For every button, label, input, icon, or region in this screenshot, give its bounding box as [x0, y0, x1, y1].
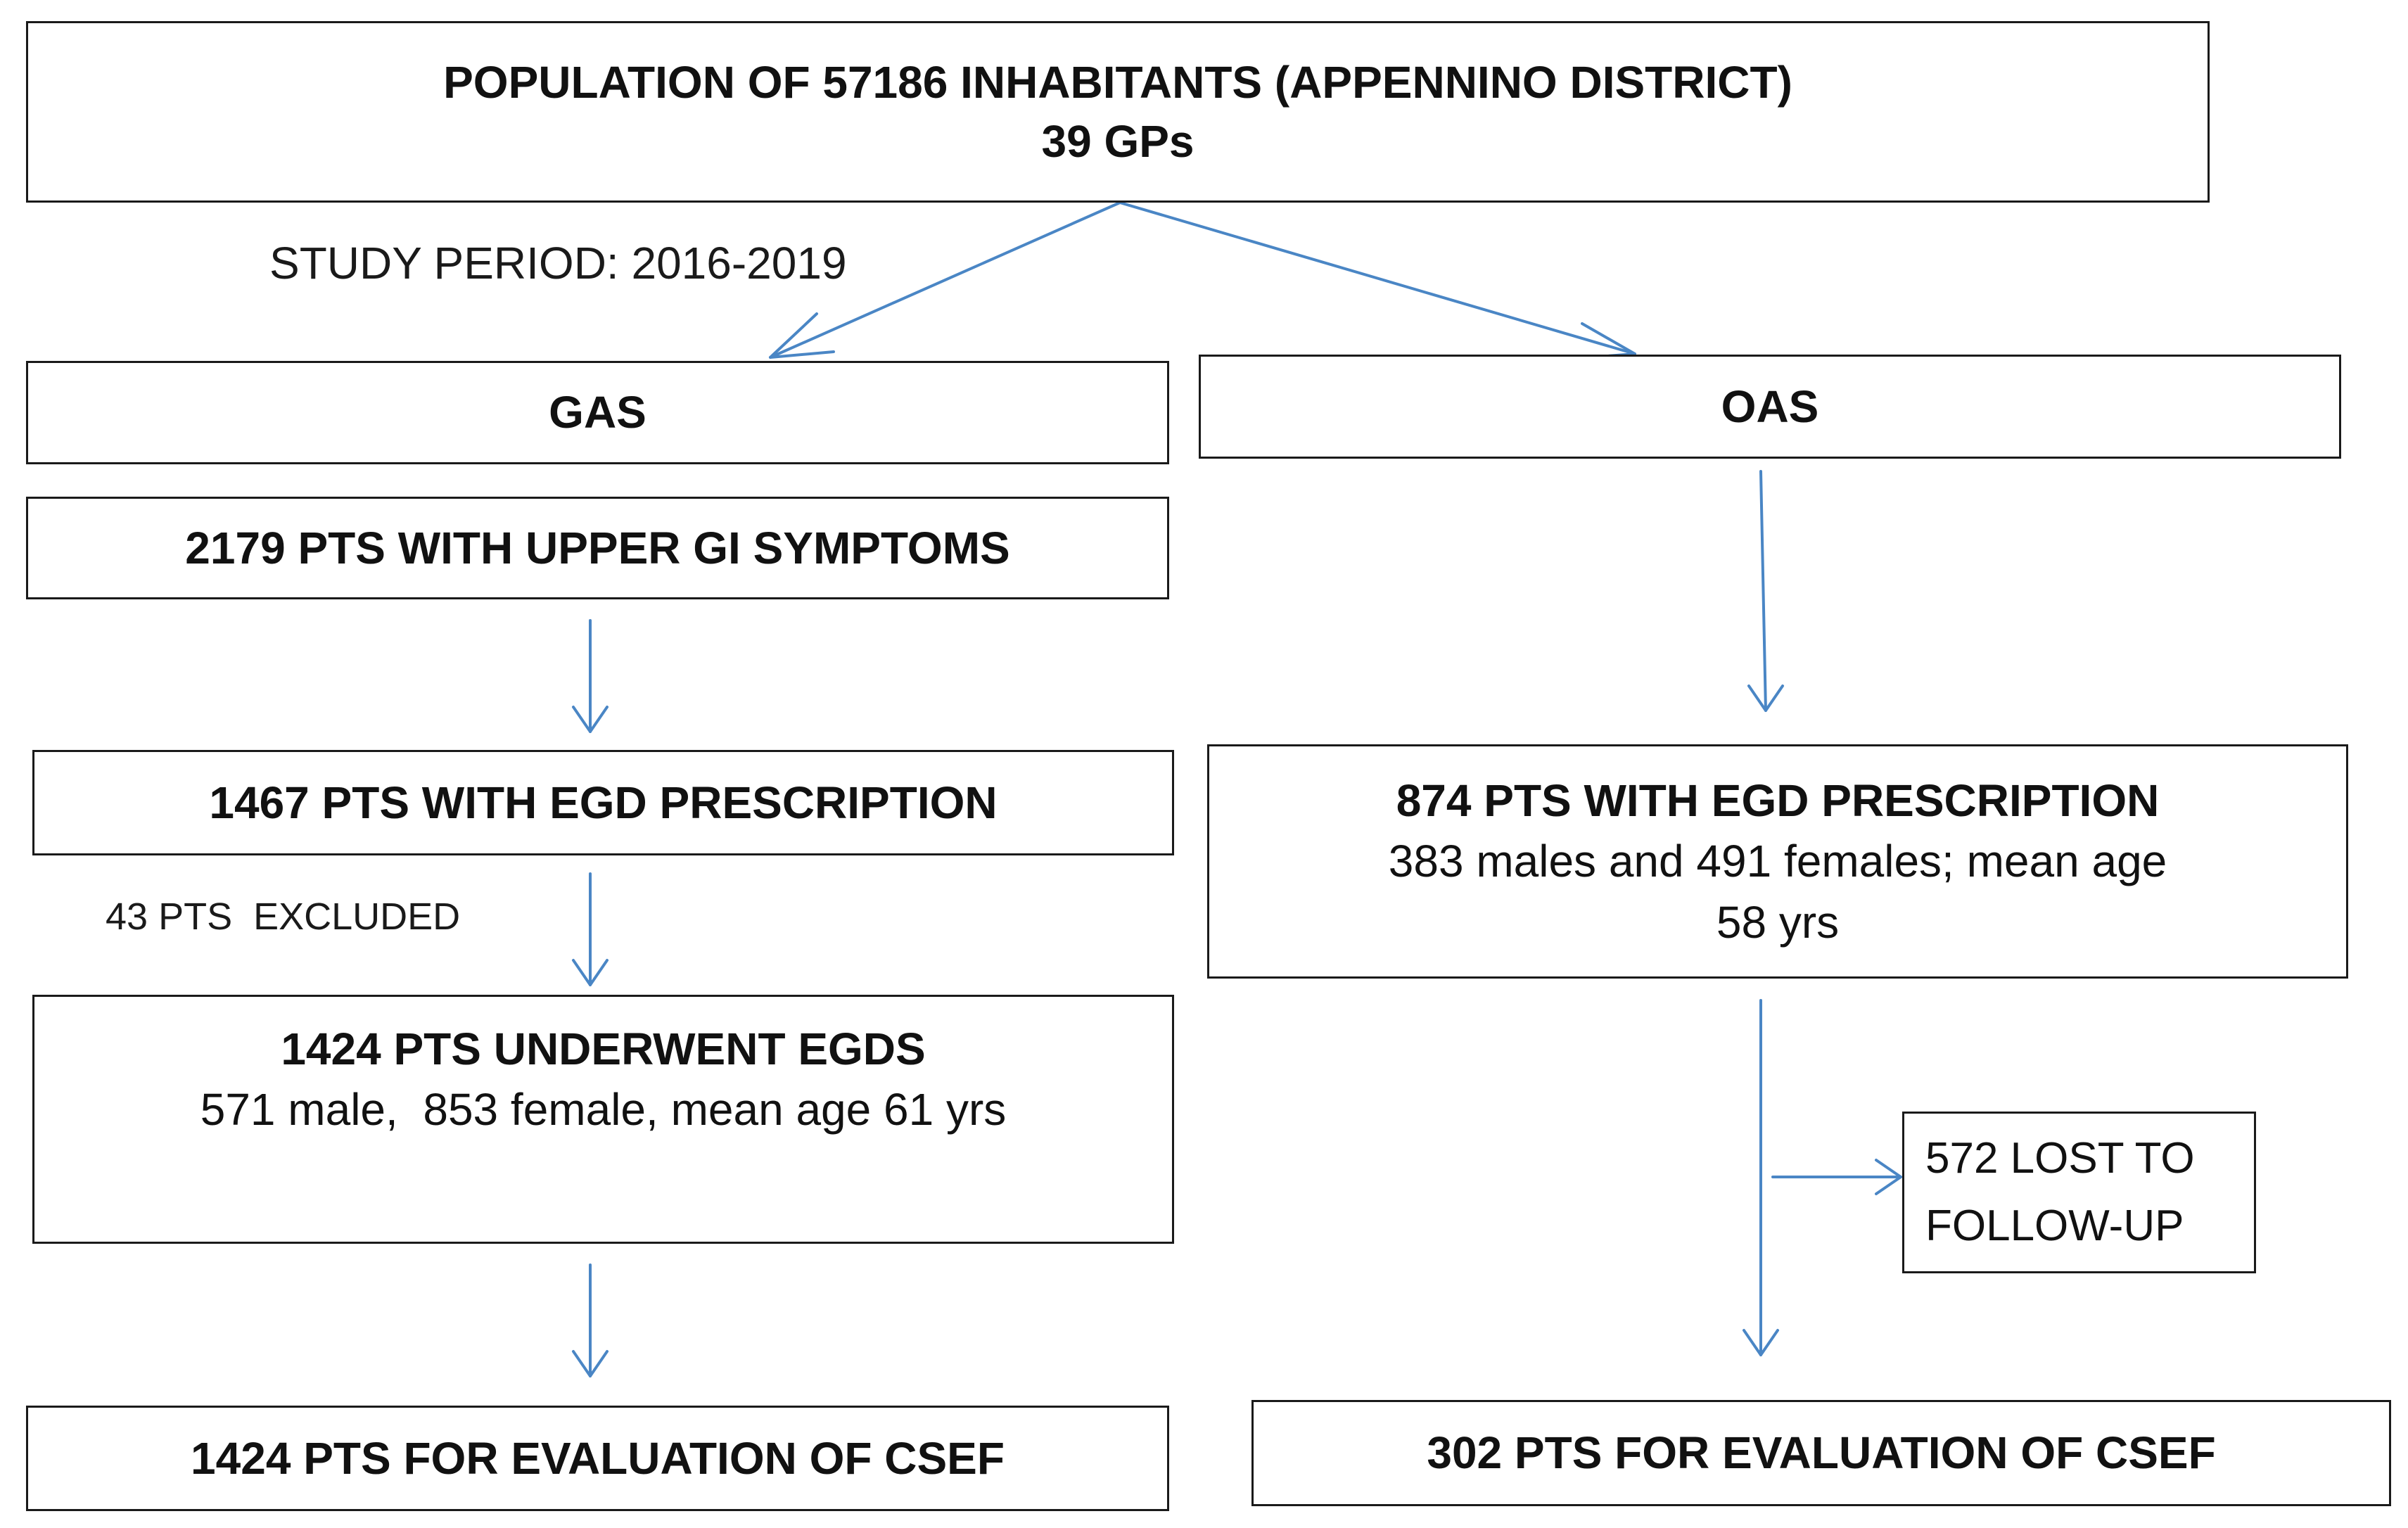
- oas-prescription-box: 874 PTS WITH EGD PRESCRIPTION 383 males …: [1207, 744, 2348, 979]
- arrow-gas-underwent-to-evaluation: [572, 1263, 609, 1377]
- population-box: POPULATION OF 57186 INHABITANTS (APPENNI…: [26, 21, 2210, 203]
- gas-evaluation-text: 1424 PTS FOR EVALUATION OF CSEF: [191, 1432, 1005, 1484]
- oas-evaluation-text: 302 PTS FOR EVALUATION OF CSEF: [1427, 1427, 2216, 1479]
- gas-excluded-label: 43 PTS EXCLUDED: [106, 896, 461, 938]
- oas-evaluation-box: 302 PTS FOR EVALUATION OF CSEF: [1251, 1400, 2391, 1506]
- arrow-oas-header-to-prescription: [1747, 470, 1784, 712]
- oas-lost-text: 572 LOST TO FOLLOW-UP: [1925, 1133, 2195, 1250]
- gas-underwent-title: 1424 PTS UNDERWENT EGDS: [281, 1024, 926, 1074]
- oas-prescription-title: 874 PTS WITH EGD PRESCRIPTION: [1396, 775, 2160, 826]
- arrow-population-to-oas: [1119, 201, 1636, 360]
- arrow-gas-prescription-to-underwent: [572, 872, 609, 986]
- gas-prescription-text: 1467 PTS WITH EGD PRESCRIPTION: [209, 777, 998, 828]
- population-title: POPULATION OF 57186 INHABITANTS (APPENNI…: [443, 56, 1792, 108]
- arrow-population-to-gas: [769, 201, 1121, 359]
- oas-prescription-detail-1: 383 males and 491 females; mean age: [1388, 836, 2167, 887]
- gas-header: GAS: [549, 387, 646, 438]
- gas-prescription-box: 1467 PTS WITH EGD PRESCRIPTION: [32, 750, 1174, 855]
- gas-evaluation-box: 1424 PTS FOR EVALUATION OF CSEF: [26, 1406, 1169, 1511]
- gas-header-box: GAS: [26, 361, 1169, 464]
- gas-underwent-detail: 571 male, 853 female, mean age 61 yrs: [200, 1084, 1007, 1135]
- gas-underwent-box: 1424 PTS UNDERWENT EGDS 571 male, 853 fe…: [32, 995, 1174, 1244]
- oas-header-box: OAS: [1199, 355, 2341, 459]
- oas-prescription-detail-2: 58 yrs: [1716, 896, 1840, 948]
- arrow-oas-to-lost: [1771, 1159, 1902, 1195]
- gas-symptoms-text: 2179 PTS WITH UPPER GI SYMPTOMS: [185, 522, 1010, 573]
- arrow-gas-symptoms-to-prescription: [572, 619, 609, 733]
- oas-lost-box: 572 LOST TO FOLLOW-UP: [1902, 1112, 2256, 1273]
- oas-header: OAS: [1721, 381, 1819, 432]
- arrow-oas-prescription-to-evaluation: [1743, 999, 1779, 1356]
- study-period-label: STUDY PERIOD: 2016-2019: [269, 238, 847, 288]
- gp-count: 39 GPs: [1041, 116, 1195, 167]
- gas-symptoms-box: 2179 PTS WITH UPPER GI SYMPTOMS: [26, 497, 1169, 599]
